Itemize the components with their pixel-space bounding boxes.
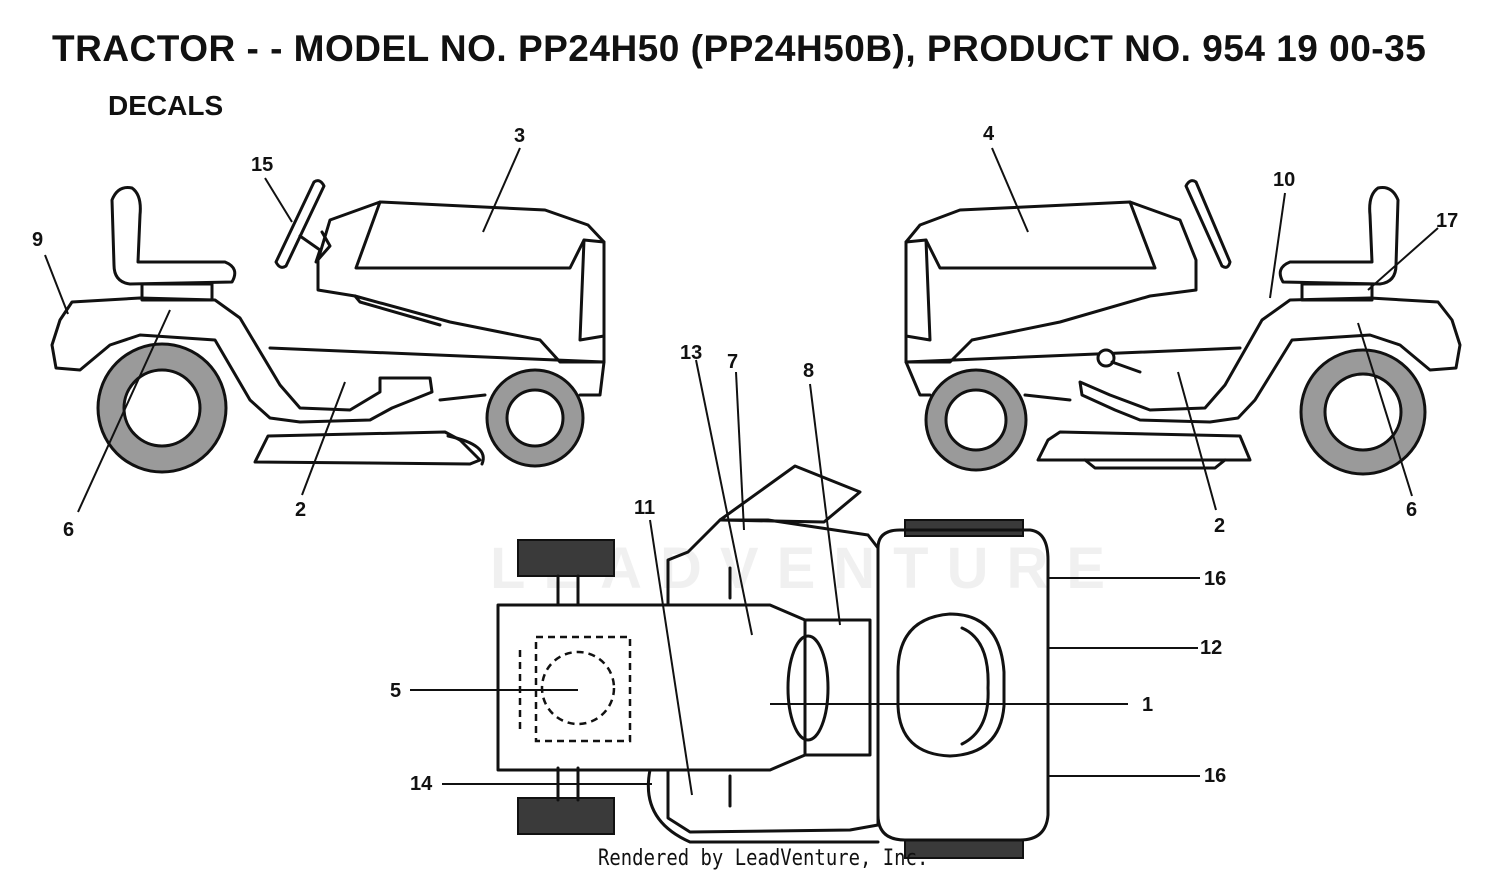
top-view [496, 464, 1050, 859]
callout-6-left: 6 [63, 519, 75, 541]
callout-14: 14 [410, 773, 433, 795]
callout-6-right: 6 [1406, 499, 1418, 521]
top-front-left-tire [517, 539, 615, 577]
left-mower-deck [253, 430, 482, 466]
right-mower-deck [1036, 430, 1252, 462]
callout-17: 17 [1436, 210, 1459, 232]
callout-12: 12 [1200, 637, 1223, 659]
callout-13: 13 [680, 342, 703, 364]
right-steering-wheel [1184, 179, 1232, 269]
right-side-view [904, 179, 1462, 476]
callout-11: 11 [634, 497, 656, 519]
top-steering-column [718, 464, 862, 524]
leader-lines [44, 147, 1439, 796]
top-rear-left-tire [904, 519, 1024, 537]
top-rear-fender [876, 528, 1050, 842]
callout-16-bottom: 16 [1204, 765, 1227, 787]
callout-2-left: 2 [295, 499, 307, 521]
callout-8: 8 [803, 360, 815, 382]
section-subtitle: DECALS [108, 90, 224, 121]
left-steering-wheel [274, 179, 326, 269]
callout-1: 1 [1142, 694, 1154, 716]
callout-3: 3 [514, 125, 526, 147]
left-side-view [50, 179, 606, 474]
footer-credit: Rendered by LeadVenture, Inc. [598, 846, 929, 871]
right-hood [904, 200, 1198, 364]
callout-7: 7 [727, 351, 739, 373]
callout-9: 9 [32, 229, 44, 251]
left-seat [110, 186, 237, 286]
page-title: TRACTOR - - MODEL NO. PP24H50 (PP24H50B)… [52, 28, 1427, 69]
callout-2-right: 2 [1214, 515, 1226, 537]
callout-10: 10 [1273, 169, 1296, 191]
top-hood [496, 603, 807, 772]
right-seat [1278, 186, 1400, 286]
callout-5: 5 [390, 680, 402, 702]
top-seat [896, 612, 1006, 758]
callout-4: 4 [983, 123, 995, 145]
left-hood [316, 200, 606, 364]
top-steering-wheel [786, 634, 830, 742]
callout-15: 15 [251, 154, 274, 176]
callout-16-top: 16 [1204, 568, 1227, 590]
top-front-right-tire [517, 797, 615, 835]
